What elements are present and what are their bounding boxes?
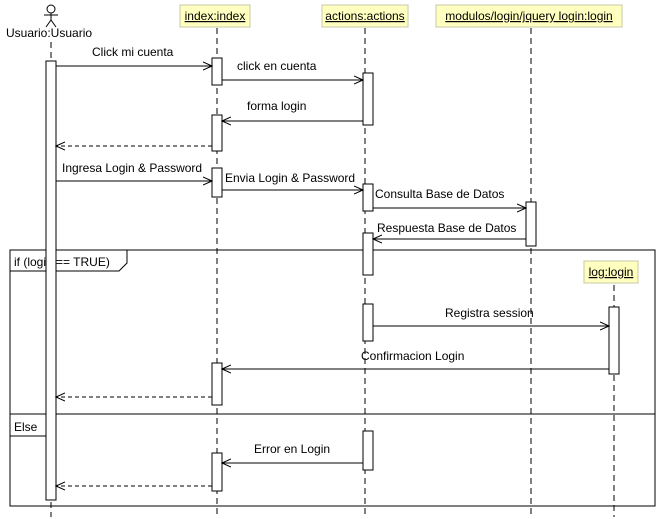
message-label: Click mi cuenta — [92, 45, 174, 59]
message-label: Ingresa Login & Password — [62, 161, 202, 175]
header-jquery: modulos/login/jquery login:login — [445, 9, 612, 23]
activation-actions-3 — [362, 232, 374, 276]
message-label: Envia Login & Password — [225, 171, 355, 185]
header-log: log:login — [589, 265, 634, 279]
activation-log — [608, 306, 620, 375]
alt-condition: if (login == TRUE) — [14, 255, 110, 269]
activation-actions-1 — [362, 72, 374, 126]
activation-actions-4 — [362, 303, 374, 342]
activation-actions-2 — [362, 183, 374, 212]
message-label: Registra session — [445, 306, 534, 320]
actor-icon — [44, 4, 58, 28]
activation-actions-5 — [362, 430, 374, 471]
activation-index-1 — [211, 57, 223, 86]
actor-label: Usuario:Usuario — [6, 26, 92, 40]
activation-jquery — [525, 201, 537, 247]
message-label: Error en Login — [254, 442, 330, 456]
message-label: click en cuenta — [237, 59, 317, 73]
message-label: forma login — [247, 99, 306, 113]
header-actions: actions:actions — [325, 9, 404, 23]
message-label: Respuesta Base de Datos — [377, 221, 516, 235]
activation-index-4 — [211, 362, 223, 406]
activation-index-2 — [211, 114, 223, 152]
message-label: Consulta Base de Datos — [375, 187, 504, 201]
activation-usuario — [45, 60, 57, 501]
header-index: index:index — [185, 9, 246, 23]
activation-index-3 — [211, 167, 223, 198]
message-label: Confirmacion Login — [361, 349, 464, 363]
activation-index-5 — [211, 452, 223, 492]
alt-fragment — [9, 249, 656, 507]
else-label: Else — [14, 420, 38, 434]
